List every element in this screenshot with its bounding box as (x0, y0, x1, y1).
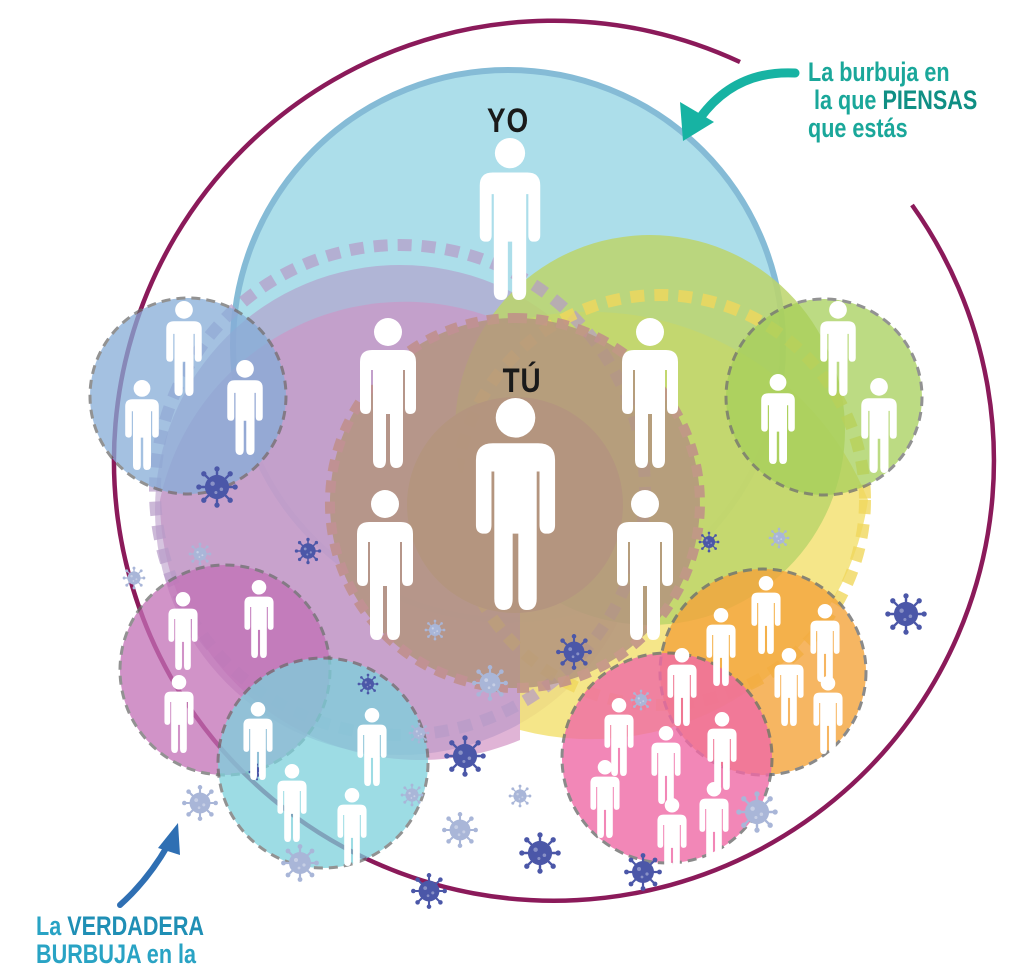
callout-line-1: La burbuja en (808, 57, 950, 87)
virus-icon (735, 790, 779, 834)
virus-icon (410, 872, 448, 910)
bubble-cyan (216, 656, 430, 870)
virus-icon (424, 619, 446, 641)
callout-line-3: que estás (808, 113, 908, 143)
virus-icon (400, 783, 424, 807)
virus-icon (408, 722, 430, 744)
virus-icon (294, 537, 322, 565)
virus-icon (280, 843, 320, 883)
virus-icon (508, 784, 532, 808)
virus-icon (188, 542, 212, 566)
virus-icon (122, 566, 146, 590)
virus-icon (443, 734, 487, 778)
virus-icon (623, 852, 663, 892)
virus-icon (181, 784, 219, 822)
virus-icon (768, 527, 790, 549)
label-yo: YO (487, 101, 529, 139)
virus-icon (555, 633, 593, 671)
callout-real-line-1: La VERDADERA (36, 911, 205, 941)
virus-icon (471, 664, 509, 702)
arrow-icon (117, 842, 171, 908)
virus-icon (698, 531, 720, 553)
virus-icon (357, 673, 379, 695)
callout-perceived-bubble: La burbuja en la que PIENSAS que estás (808, 58, 977, 142)
callout-line-2: la que PIENSAS (814, 85, 978, 115)
callout-real-line-2: BURBUJA en la (36, 939, 197, 969)
callout-real-bubble: La VERDADERA BURBUJA en la (36, 912, 204, 968)
arrow-icon (695, 68, 800, 123)
virus-icon (441, 811, 479, 849)
virus-icon (884, 592, 928, 636)
virus-icon (518, 831, 562, 875)
virus-icon (630, 689, 652, 711)
label-tu: TÚ (503, 360, 542, 399)
virus-icon (195, 465, 239, 509)
